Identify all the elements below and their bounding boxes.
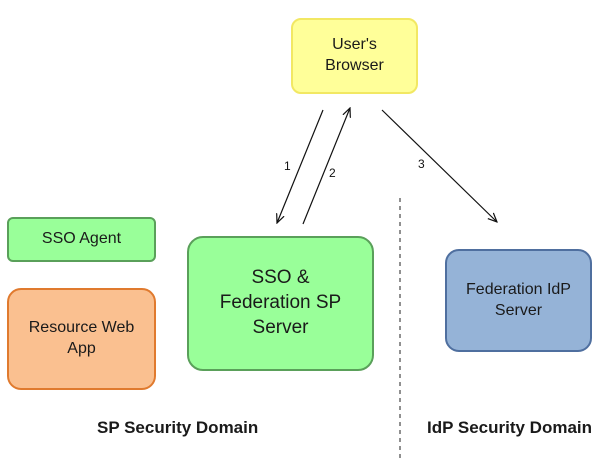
arrow-1-line [277, 109, 324, 223]
arrow-2-line [302, 108, 350, 225]
sso-agent-node: SSO Agent [7, 217, 156, 262]
idp-security-domain-label: IdP Security Domain [427, 418, 593, 437]
arrow-1-label: 1 [284, 159, 291, 173]
sp-security-domain-label: SP Security Domain [97, 418, 259, 437]
arrow-2-label: 2 [329, 166, 336, 180]
arrow-3-line [381, 109, 497, 222]
users-browser-node: User's Browser [291, 18, 418, 94]
federation-idp-server-node: Federation IdP Server [445, 249, 592, 352]
arrow-3-label: 3 [418, 157, 425, 171]
sso-federation-sp-server-node: SSO & Federation SP Server [187, 236, 374, 371]
resource-web-app-node: Resource Web App [7, 288, 156, 390]
